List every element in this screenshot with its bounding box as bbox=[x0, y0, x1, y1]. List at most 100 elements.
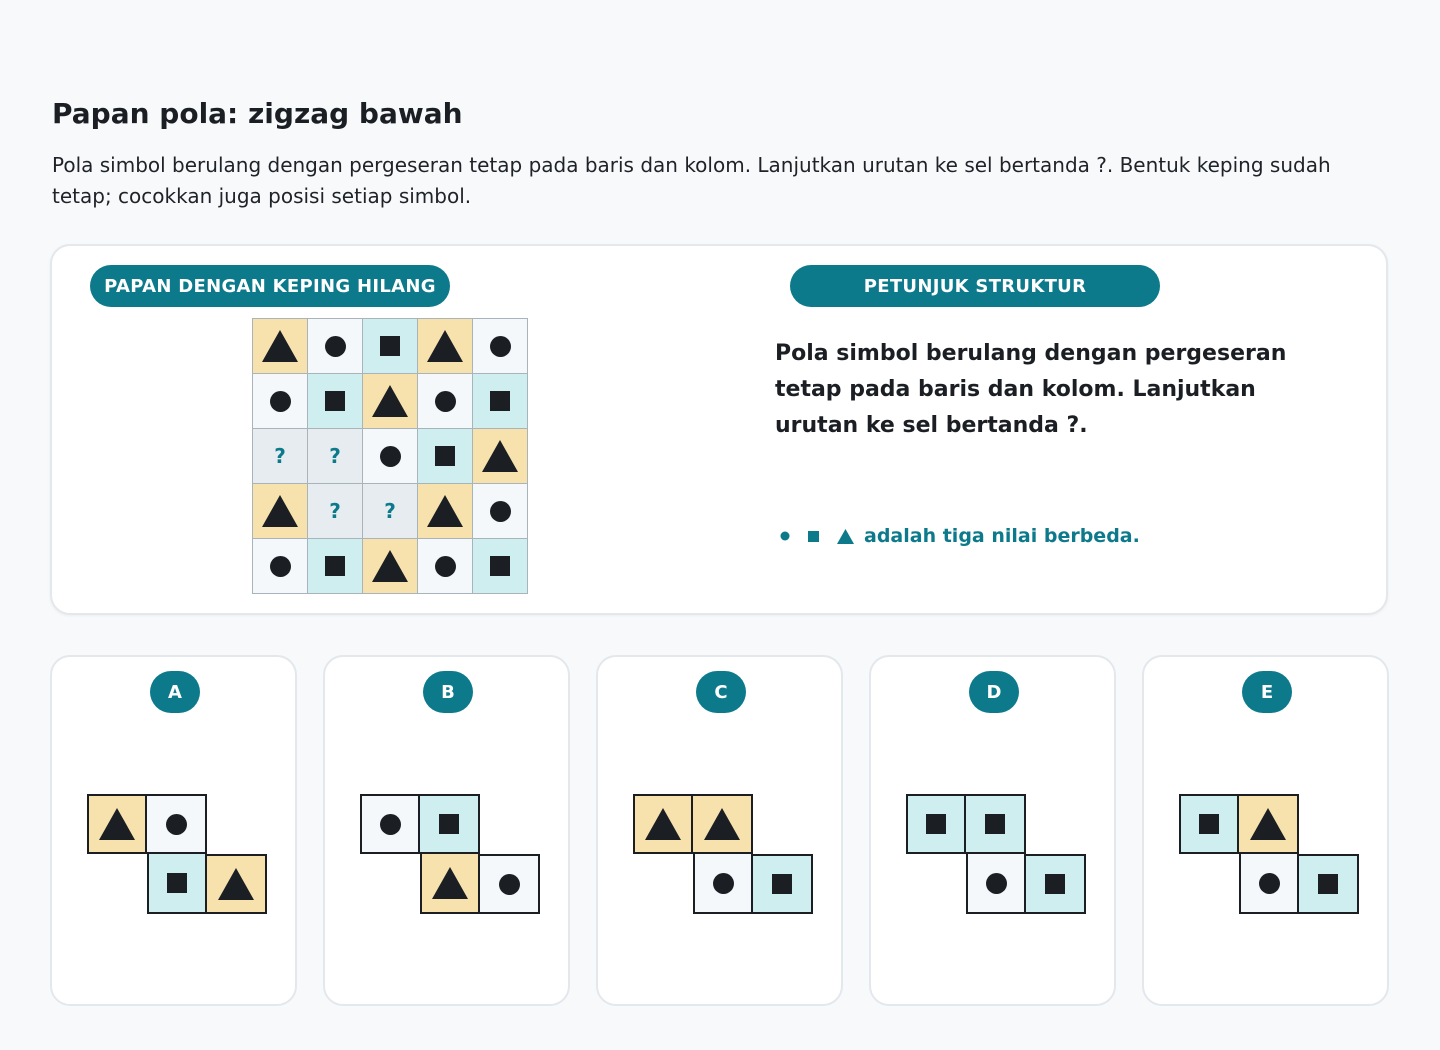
piece-cell bbox=[753, 854, 813, 914]
piece-cell bbox=[966, 854, 1026, 914]
page-description: Pola simbol berulang dengan pergeseran t… bbox=[52, 153, 1331, 208]
triangle-icon bbox=[427, 330, 463, 362]
square-icon bbox=[985, 814, 1005, 834]
circle-icon bbox=[489, 335, 511, 357]
option-label: B bbox=[423, 671, 473, 713]
board-cell bbox=[418, 374, 473, 429]
board-cell bbox=[363, 429, 418, 484]
piece-cell bbox=[693, 794, 753, 854]
square-icon bbox=[772, 874, 792, 894]
circle-icon bbox=[985, 872, 1007, 894]
square-icon bbox=[325, 391, 345, 411]
piece-cell bbox=[87, 794, 147, 854]
piece-cell bbox=[147, 794, 207, 854]
circle-icon bbox=[379, 445, 401, 467]
pattern-board: ???? bbox=[252, 318, 528, 594]
piece-cell bbox=[1239, 794, 1299, 854]
triangle-icon bbox=[704, 808, 740, 840]
board-cell[interactable]: ? bbox=[308, 429, 363, 484]
circle-icon bbox=[434, 390, 456, 412]
circle-icon bbox=[498, 873, 520, 895]
option-label: D bbox=[969, 671, 1019, 713]
piece-cell bbox=[420, 794, 480, 854]
piece-cell bbox=[633, 794, 693, 854]
circle-icon bbox=[489, 500, 511, 522]
board-cell bbox=[473, 374, 528, 429]
board-cell[interactable]: ? bbox=[253, 429, 308, 484]
square-icon bbox=[167, 873, 187, 893]
hint-label: PETUNJUK STRUKTUR bbox=[790, 265, 1160, 307]
piece-cell bbox=[147, 854, 207, 914]
triangle-icon bbox=[262, 330, 298, 362]
board-cell bbox=[363, 374, 418, 429]
option-card-b[interactable]: B bbox=[323, 655, 570, 1006]
board-cell bbox=[253, 484, 308, 539]
board-cell bbox=[473, 319, 528, 374]
circle-icon bbox=[269, 390, 291, 412]
option-card-c[interactable]: C bbox=[596, 655, 843, 1006]
board-cell bbox=[363, 539, 418, 594]
board-cell bbox=[473, 539, 528, 594]
triangle-icon bbox=[427, 495, 463, 527]
square-icon bbox=[435, 446, 455, 466]
square-icon bbox=[808, 530, 819, 542]
board-cell bbox=[253, 539, 308, 594]
circle-icon bbox=[165, 813, 187, 835]
option-label: E bbox=[1242, 671, 1292, 713]
option-card-d[interactable]: D bbox=[869, 655, 1116, 1006]
board-cell bbox=[363, 319, 418, 374]
page-title: Papan pola: zigzag bawah bbox=[52, 97, 463, 130]
missing-mark: ? bbox=[329, 444, 341, 468]
board-cell bbox=[418, 319, 473, 374]
triangle-icon bbox=[432, 867, 468, 899]
piece-cell bbox=[1239, 854, 1299, 914]
circle-icon bbox=[1258, 872, 1280, 894]
circle-icon bbox=[269, 555, 291, 577]
circle-icon bbox=[434, 555, 456, 577]
piece-cell bbox=[420, 854, 480, 914]
board-cell bbox=[308, 539, 363, 594]
board-label: PAPAN DENGAN KEPING HILANG bbox=[90, 265, 450, 307]
square-icon bbox=[926, 814, 946, 834]
piece-cell bbox=[207, 854, 267, 914]
circle-icon bbox=[379, 813, 401, 835]
square-icon bbox=[325, 556, 345, 576]
board-cell bbox=[418, 539, 473, 594]
option-card-a[interactable]: A bbox=[50, 655, 297, 1006]
square-icon bbox=[490, 391, 510, 411]
piece-cell bbox=[1299, 854, 1359, 914]
triangle-icon bbox=[262, 495, 298, 527]
triangle-icon bbox=[482, 440, 518, 472]
option-label: A bbox=[150, 671, 200, 713]
piece-cell bbox=[1026, 854, 1086, 914]
board-cell bbox=[473, 484, 528, 539]
hint-note: adalah tiga nilai berbeda. bbox=[780, 525, 1140, 547]
piece-cell bbox=[906, 794, 966, 854]
missing-mark: ? bbox=[274, 444, 286, 468]
square-icon bbox=[1045, 874, 1065, 894]
triangle-icon bbox=[372, 550, 408, 582]
hint-note-text: adalah tiga nilai berbeda. bbox=[864, 525, 1140, 547]
square-icon bbox=[1318, 874, 1338, 894]
circle-icon bbox=[712, 872, 734, 894]
triangle-icon bbox=[218, 868, 254, 900]
triangle-icon bbox=[837, 528, 854, 544]
missing-mark: ? bbox=[329, 499, 341, 523]
missing-mark: ? bbox=[384, 499, 396, 523]
board-cell bbox=[418, 429, 473, 484]
board-cell[interactable]: ? bbox=[308, 484, 363, 539]
board-cell[interactable]: ? bbox=[363, 484, 418, 539]
option-label: C bbox=[696, 671, 746, 713]
piece-cell bbox=[693, 854, 753, 914]
triangle-icon bbox=[372, 385, 408, 417]
square-icon bbox=[1199, 814, 1219, 834]
triangle-icon bbox=[1250, 808, 1286, 840]
option-card-e[interactable]: E bbox=[1142, 655, 1389, 1006]
square-icon bbox=[490, 556, 510, 576]
triangle-icon bbox=[645, 808, 681, 840]
circle-icon bbox=[780, 531, 790, 541]
square-icon bbox=[439, 814, 459, 834]
board-cell bbox=[253, 374, 308, 429]
board-cell bbox=[253, 319, 308, 374]
square-icon bbox=[380, 336, 400, 356]
